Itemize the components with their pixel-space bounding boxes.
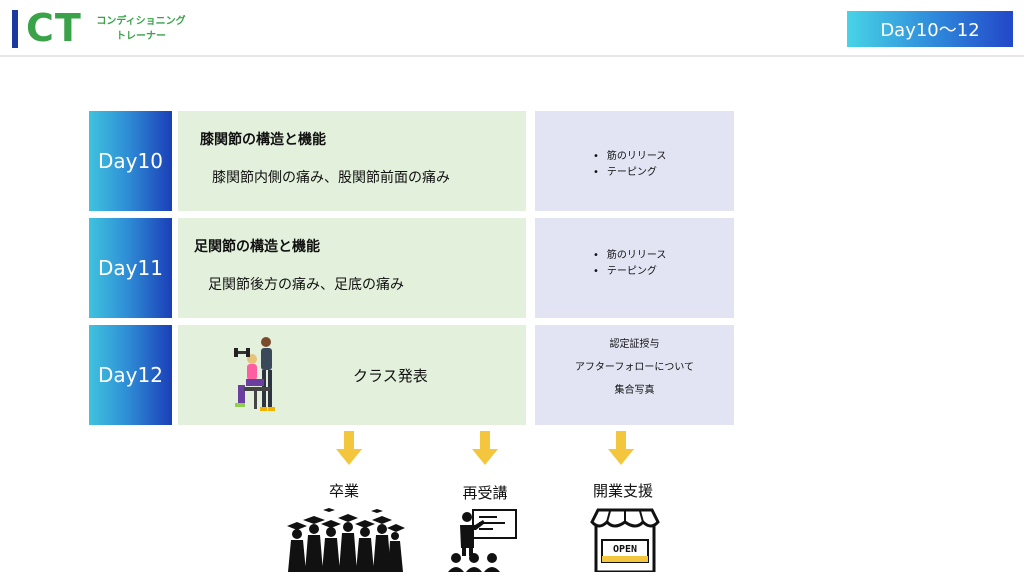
shop-open-icon: OPEN <box>590 508 660 572</box>
topic-cell: 足関節の構造と機能 足関節後方の痛み、足底の痛み <box>178 218 526 318</box>
practice-cell: 筋のリリース テーピング <box>535 218 734 318</box>
day-label: Day11 <box>89 218 172 318</box>
lecture-icon <box>448 509 517 572</box>
practice-cell: 筋のリリース テーピング <box>535 111 734 211</box>
list-item: 認定証授与 <box>609 339 660 350</box>
arrow-down-icon <box>608 431 634 469</box>
list-item: テーピング <box>593 264 666 280</box>
open-sign-text: OPEN <box>613 544 637 555</box>
header-divider <box>0 55 1024 57</box>
arrow-down-icon <box>472 431 498 469</box>
practice-cell: 認定証授与 アフターフォローについて 集合写真 <box>535 325 734 425</box>
schedule-row-day12: Day12 クラス発表 認定証授与 アフ <box>89 325 734 425</box>
list-item: アフターフォローについて <box>574 362 695 373</box>
practice-list: 筋のリリース テーピング <box>593 248 667 280</box>
class-presentation-label: クラス発表 <box>353 366 428 385</box>
schedule-row-day10: Day10 膝関節の構造と機能 膝関節内側の痛み、股関節前面の痛み 筋のリリース… <box>89 111 734 211</box>
arrow-down-icon <box>336 431 362 469</box>
topic-description: 足関節後方の痛み、足底の痛み <box>208 277 404 293</box>
outcome-graduation-label: 卒業 <box>328 482 359 500</box>
practice-list: 筋のリリース テーピング <box>593 149 667 181</box>
outcome-retake-label: 再受講 <box>462 484 508 502</box>
list-item: 筋のリリース <box>593 149 667 165</box>
logo-accent-bar <box>12 10 18 48</box>
logo-subtitle: コンディショニング トレーナー <box>86 14 196 44</box>
schedule-row-day11: Day11 足関節の構造と機能 足関節後方の痛み、足底の痛み 筋のリリース テー… <box>89 218 734 318</box>
topic-cell: 膝関節の構造と機能 膝関節内側の痛み、股関節前面の痛み <box>178 111 526 211</box>
logo: CT <box>26 6 82 50</box>
topic-title: 膝関節の構造と機能 <box>200 132 326 148</box>
day-range-badge: Day10〜12 <box>847 11 1013 47</box>
list-item: 集合写真 <box>614 385 655 396</box>
outcome-business-support-label: 開業支援 <box>592 482 653 500</box>
logo-subtitle-line2: トレーナー <box>116 31 166 42</box>
topic-title: 足関節の構造と機能 <box>194 239 320 255</box>
topic-description: 膝関節内側の痛み、股関節前面の痛み <box>212 170 450 186</box>
logo-subtitle-line1: コンディショニング <box>96 16 186 27</box>
list-item: 筋のリリース <box>593 248 667 264</box>
day-label: Day10 <box>89 111 172 211</box>
topic-cell: クラス発表 <box>178 325 526 425</box>
list-item: テーピング <box>593 165 666 181</box>
trainer-illustration-icon <box>234 337 275 411</box>
graduates-icon <box>287 508 405 572</box>
closing-items: 認定証授与 アフターフォローについて 集合写真 <box>535 333 734 402</box>
day-label: Day12 <box>89 325 172 425</box>
